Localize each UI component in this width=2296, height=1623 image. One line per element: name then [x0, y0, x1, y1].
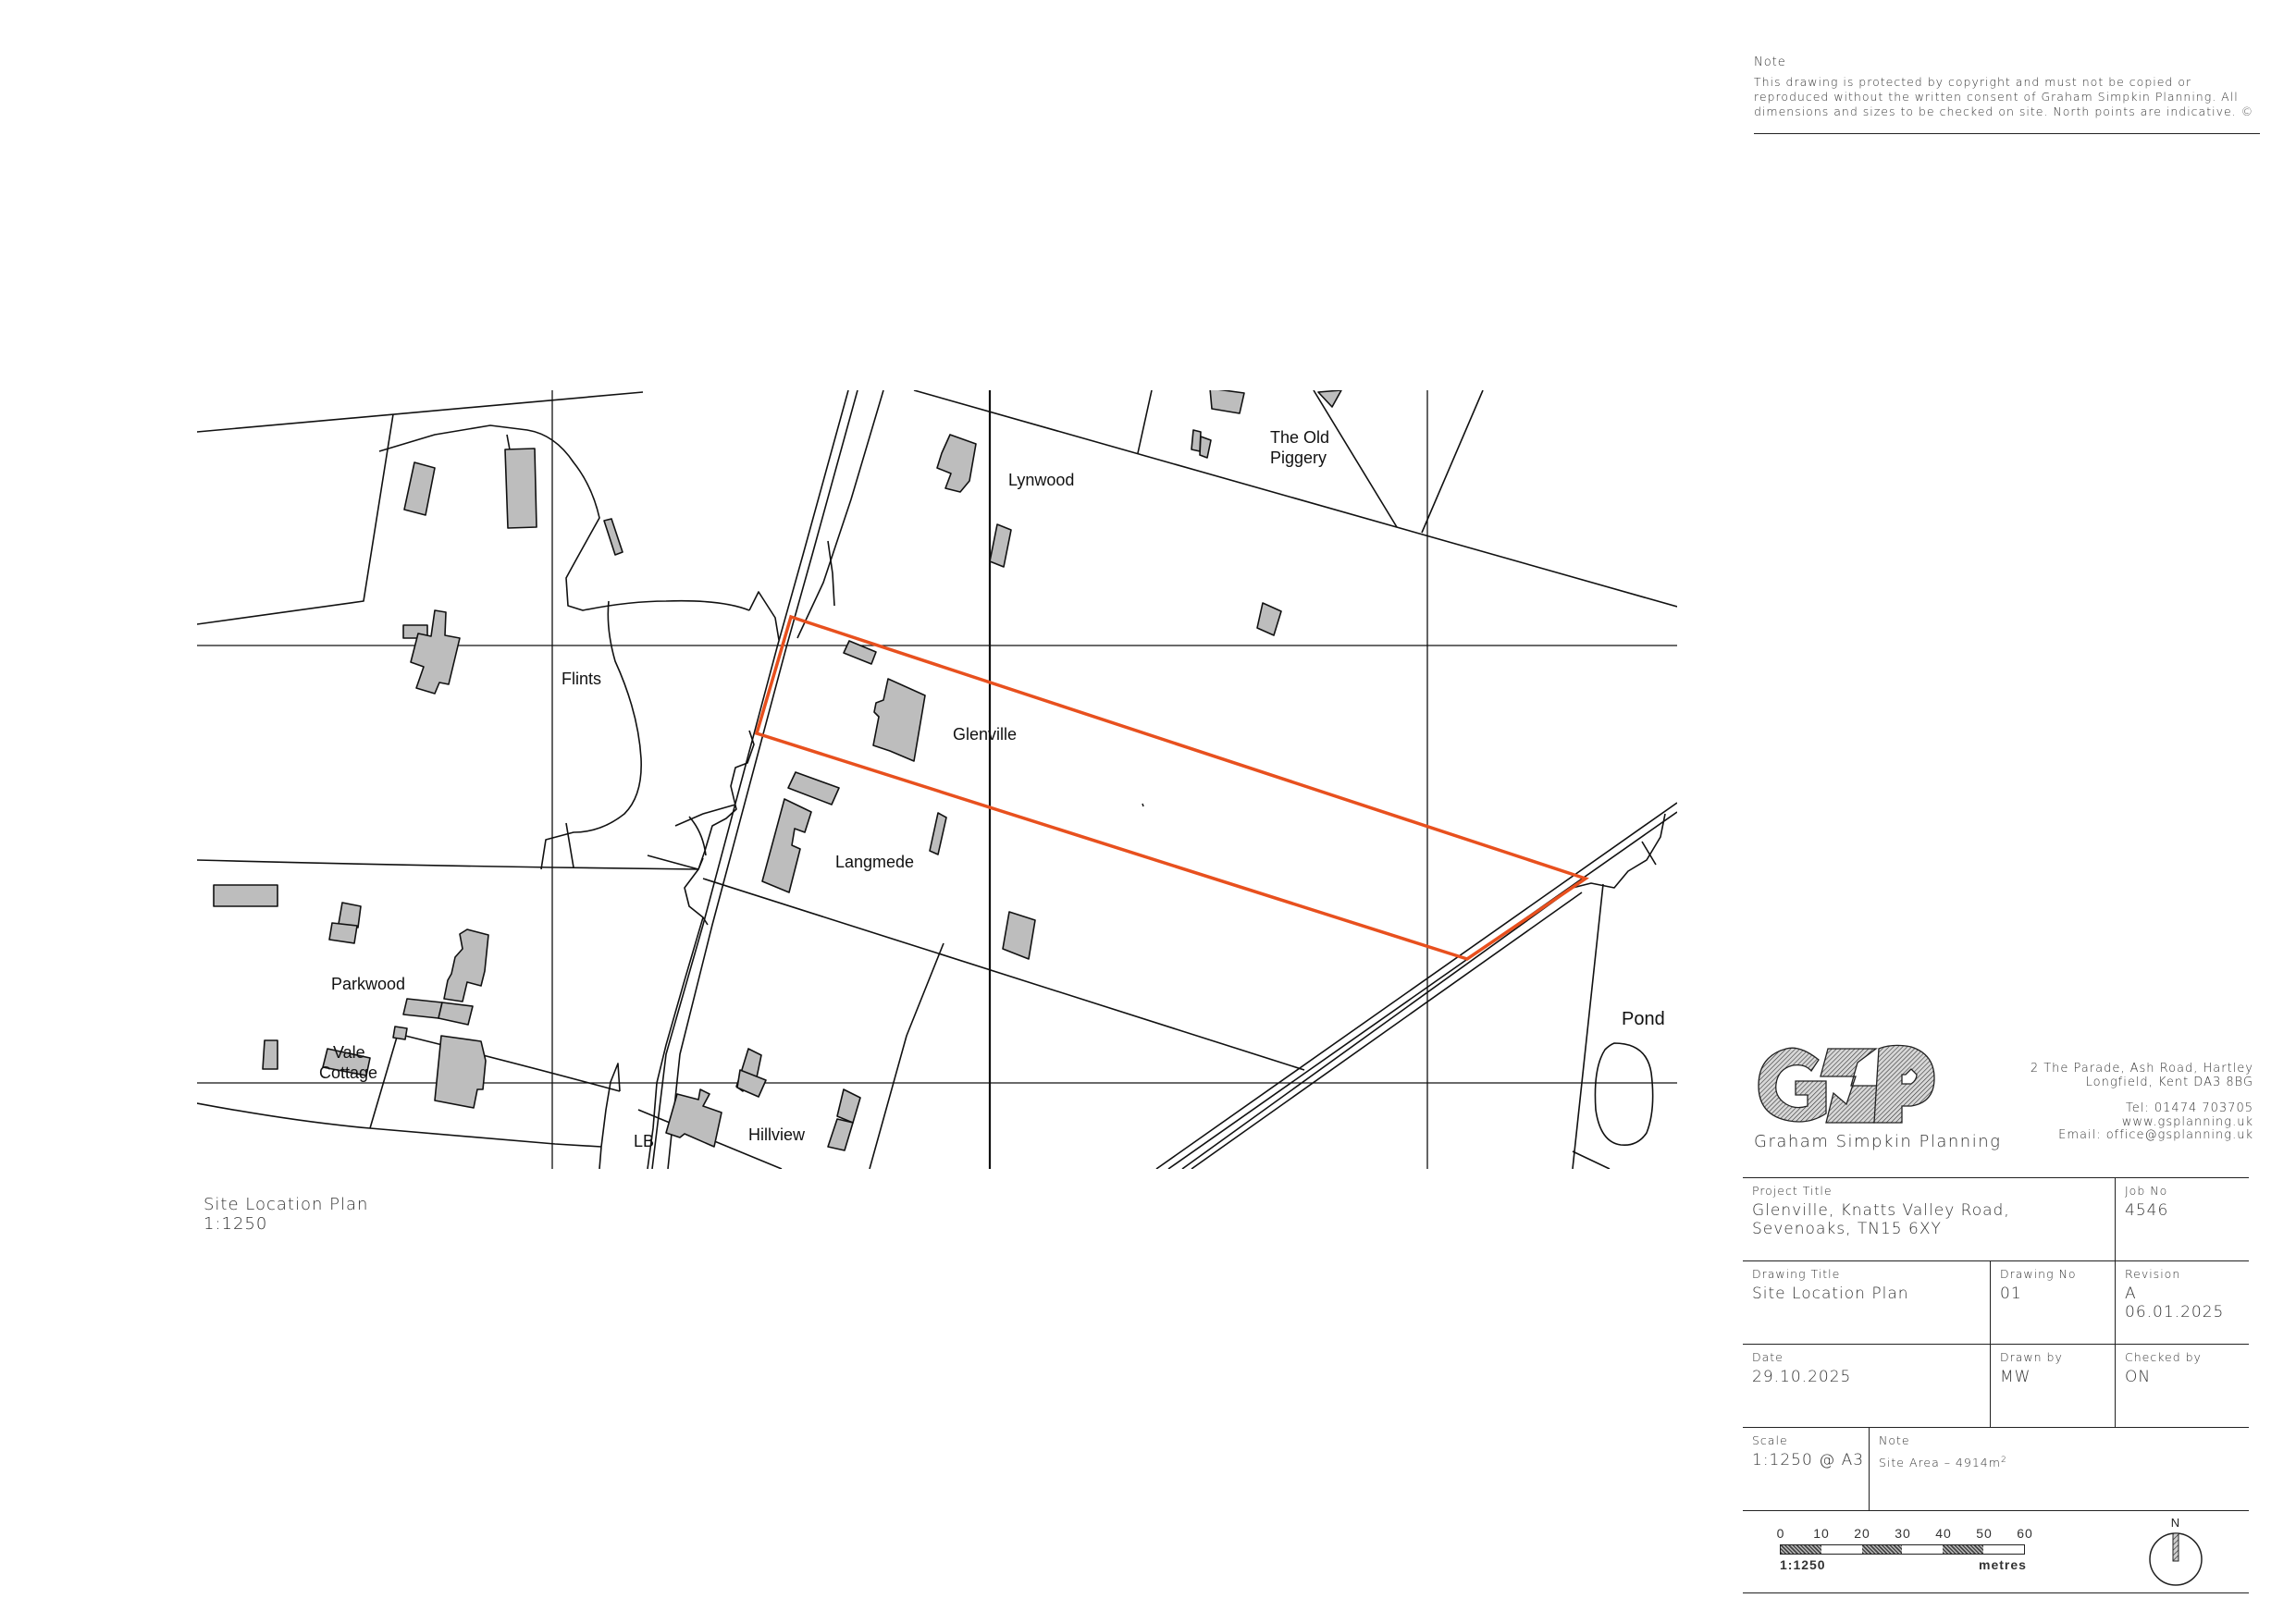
north-label: N [2171, 1517, 2180, 1530]
divider [1754, 133, 2260, 134]
copyright-note: Note This drawing is protected by copyri… [1754, 55, 2260, 134]
scale-tick-40: 40 [1935, 1526, 1952, 1541]
scale-tick-60: 60 [2017, 1526, 2033, 1541]
drawn-by-value: MW [2000, 1368, 2031, 1386]
scale-bar-graphic [1780, 1544, 2025, 1555]
scale-tick-50: 50 [1976, 1526, 1993, 1541]
drawing-no-value: 01 [2000, 1285, 2022, 1303]
scale-label: Scale [1752, 1433, 1788, 1447]
scale-bar-row: 0 10 20 30 40 50 60 1:1250 metres N [1743, 1510, 2249, 1593]
project-title-cell: Project Title Glenville, Knatts Valley R… [1743, 1178, 2115, 1260]
scale-tick-30: 30 [1895, 1526, 1911, 1541]
company-contact: Tel: 01474 703705 www.gsplanning.uk Emai… [2058, 1101, 2253, 1143]
scale-cell: Scale 1:1250 @ A3 [1743, 1428, 1869, 1510]
drawing-no-label: Drawing No [2000, 1267, 2077, 1281]
date-value: 29.10.2025 [1752, 1368, 1852, 1386]
scale-bar-ratio: 1:1250 [1780, 1557, 1826, 1572]
date-label: Date [1752, 1350, 1784, 1364]
label-flints: Flints [562, 670, 601, 688]
label-lb: LB [634, 1132, 654, 1150]
address-line-2: Longfield, Kent DA3 8BG [2085, 1076, 2253, 1089]
company-email-link[interactable]: Email: office@gsplanning.uk [2058, 1128, 2253, 1142]
revision-cell: Revision A 06.01.2025 [2115, 1261, 2249, 1344]
company-tel: Tel: 01474 703705 [2126, 1101, 2253, 1115]
title-row-drawing: Drawing Title Site Location Plan Drawing… [1743, 1260, 2249, 1344]
company-block: Graham Simpkin Planning 2 The Parade, As… [1754, 1039, 2253, 1151]
drawing-no-cell: Drawing No 01 [1990, 1261, 2115, 1344]
drawing-title-value: Site Location Plan [1752, 1285, 1909, 1303]
label-vale-cottage-1: Vale [333, 1043, 365, 1062]
checked-by-label: Checked by [2125, 1350, 2202, 1364]
label-parkwood: Parkwood [331, 975, 405, 993]
label-pond: Pond [1622, 1009, 1665, 1029]
address-line-1: 2 The Parade, Ash Road, Hartley [2030, 1062, 2253, 1076]
site-note-label: Note [1879, 1433, 1910, 1447]
site-area-text: Site Area – 4914m [1879, 1456, 2001, 1470]
north-arrow-icon: N [2149, 1517, 2203, 1586]
drawn-by-cell: Drawn by MW [1990, 1345, 2115, 1427]
drawn-by-label: Drawn by [2000, 1350, 2063, 1364]
title-row-scale: Scale 1:1250 @ A3 Note Site Area – 4914m… [1743, 1427, 2249, 1510]
buildings [213, 390, 1342, 1151]
drawing-title-cell: Drawing Title Site Location Plan [1743, 1261, 1990, 1344]
revision-label: Revision [2125, 1267, 2181, 1281]
title-row-project: Project Title Glenville, Knatts Valley R… [1743, 1177, 2249, 1260]
plan-caption-scale: 1:1250 [204, 1214, 268, 1234]
site-note-cell: Note Site Area – 4914m2 [1869, 1428, 2249, 1510]
label-hillview: Hillview [748, 1125, 806, 1144]
scale-tick-0: 0 [1776, 1526, 1785, 1541]
revision-value: A [2125, 1285, 2137, 1303]
title-row-date: Date 29.10.2025 Drawn by MW Checked by O… [1743, 1344, 2249, 1427]
label-old-piggery-1: The Old [1270, 428, 1329, 447]
revision-date: 06.01.2025 [2125, 1303, 2225, 1322]
job-no-value: 4546 [2125, 1201, 2169, 1220]
scale-tick-10: 10 [1813, 1526, 1830, 1541]
project-title-line-2: Sevenoaks, TN15 6XY [1752, 1220, 1942, 1238]
label-lynwood: Lynwood [1008, 471, 1074, 489]
company-address: 2 The Parade, Ash Road, Hartley Longfiel… [2031, 1062, 2253, 1089]
job-no-cell: Job No 4546 [2115, 1178, 2249, 1260]
job-no-label: Job No [2125, 1184, 2168, 1198]
site-boundary [754, 614, 1589, 961]
label-glenville: Glenville [953, 725, 1017, 744]
checked-by-value: ON [2125, 1368, 2152, 1386]
gsp-logo-icon [1758, 1044, 1935, 1124]
checked-by-cell: Checked by ON [2115, 1345, 2249, 1427]
scale-tick-20: 20 [1854, 1526, 1870, 1541]
company-name: Graham Simpkin Planning [1754, 1132, 2002, 1151]
project-title-line-1: Glenville, Knatts Valley Road, [1752, 1201, 2010, 1220]
project-title-label: Project Title [1752, 1184, 1833, 1198]
scale-value: 1:1250 @ A3 [1752, 1451, 1865, 1469]
scale-bar-unit: metres [1979, 1557, 2027, 1572]
site-area-value: Site Area – 4914m2 [1879, 1451, 2249, 1472]
plan-caption-title: Site Location Plan [204, 1195, 369, 1214]
note-text: This drawing is protected by copyright a… [1754, 75, 2254, 118]
label-vale-cottage-2: Cottage [319, 1064, 377, 1082]
date-cell: Date 29.10.2025 [1743, 1345, 1990, 1427]
site-area-unit-sup: 2 [2000, 1456, 2007, 1465]
label-old-piggery-2: Piggery [1270, 449, 1327, 467]
title-block: Project Title Glenville, Knatts Valley R… [1743, 1177, 2249, 1593]
note-label: Note [1754, 55, 1786, 69]
company-web-link[interactable]: www.gsplanning.uk [2121, 1114, 2253, 1129]
pond-outline [1594, 1042, 1654, 1147]
drawing-title-label: Drawing Title [1752, 1267, 1841, 1281]
label-langmede: Langmede [835, 853, 914, 871]
plan-caption: Site Location Plan 1:1250 [204, 1195, 368, 1234]
